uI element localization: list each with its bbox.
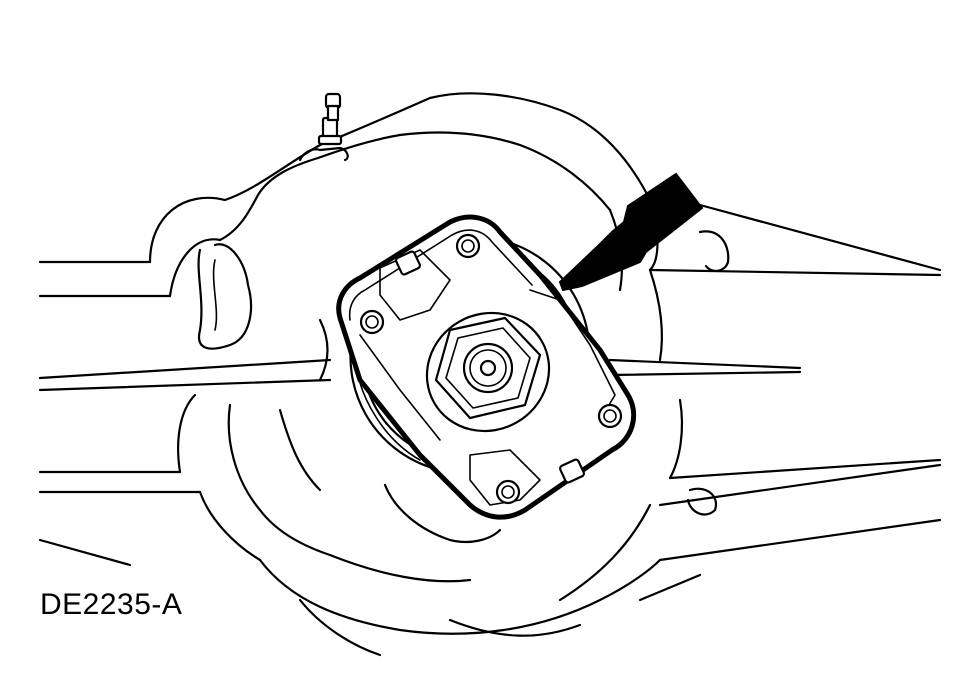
- breather-vent: [298, 92, 349, 162]
- figure-id-label: DE2235-A: [40, 588, 183, 621]
- pinion-nut: [434, 316, 542, 420]
- left-axle-tube: [38, 260, 332, 567]
- pointer-arrow: [558, 172, 704, 292]
- right-axle-tube: [608, 203, 942, 602]
- differential-housing: [148, 92, 684, 657]
